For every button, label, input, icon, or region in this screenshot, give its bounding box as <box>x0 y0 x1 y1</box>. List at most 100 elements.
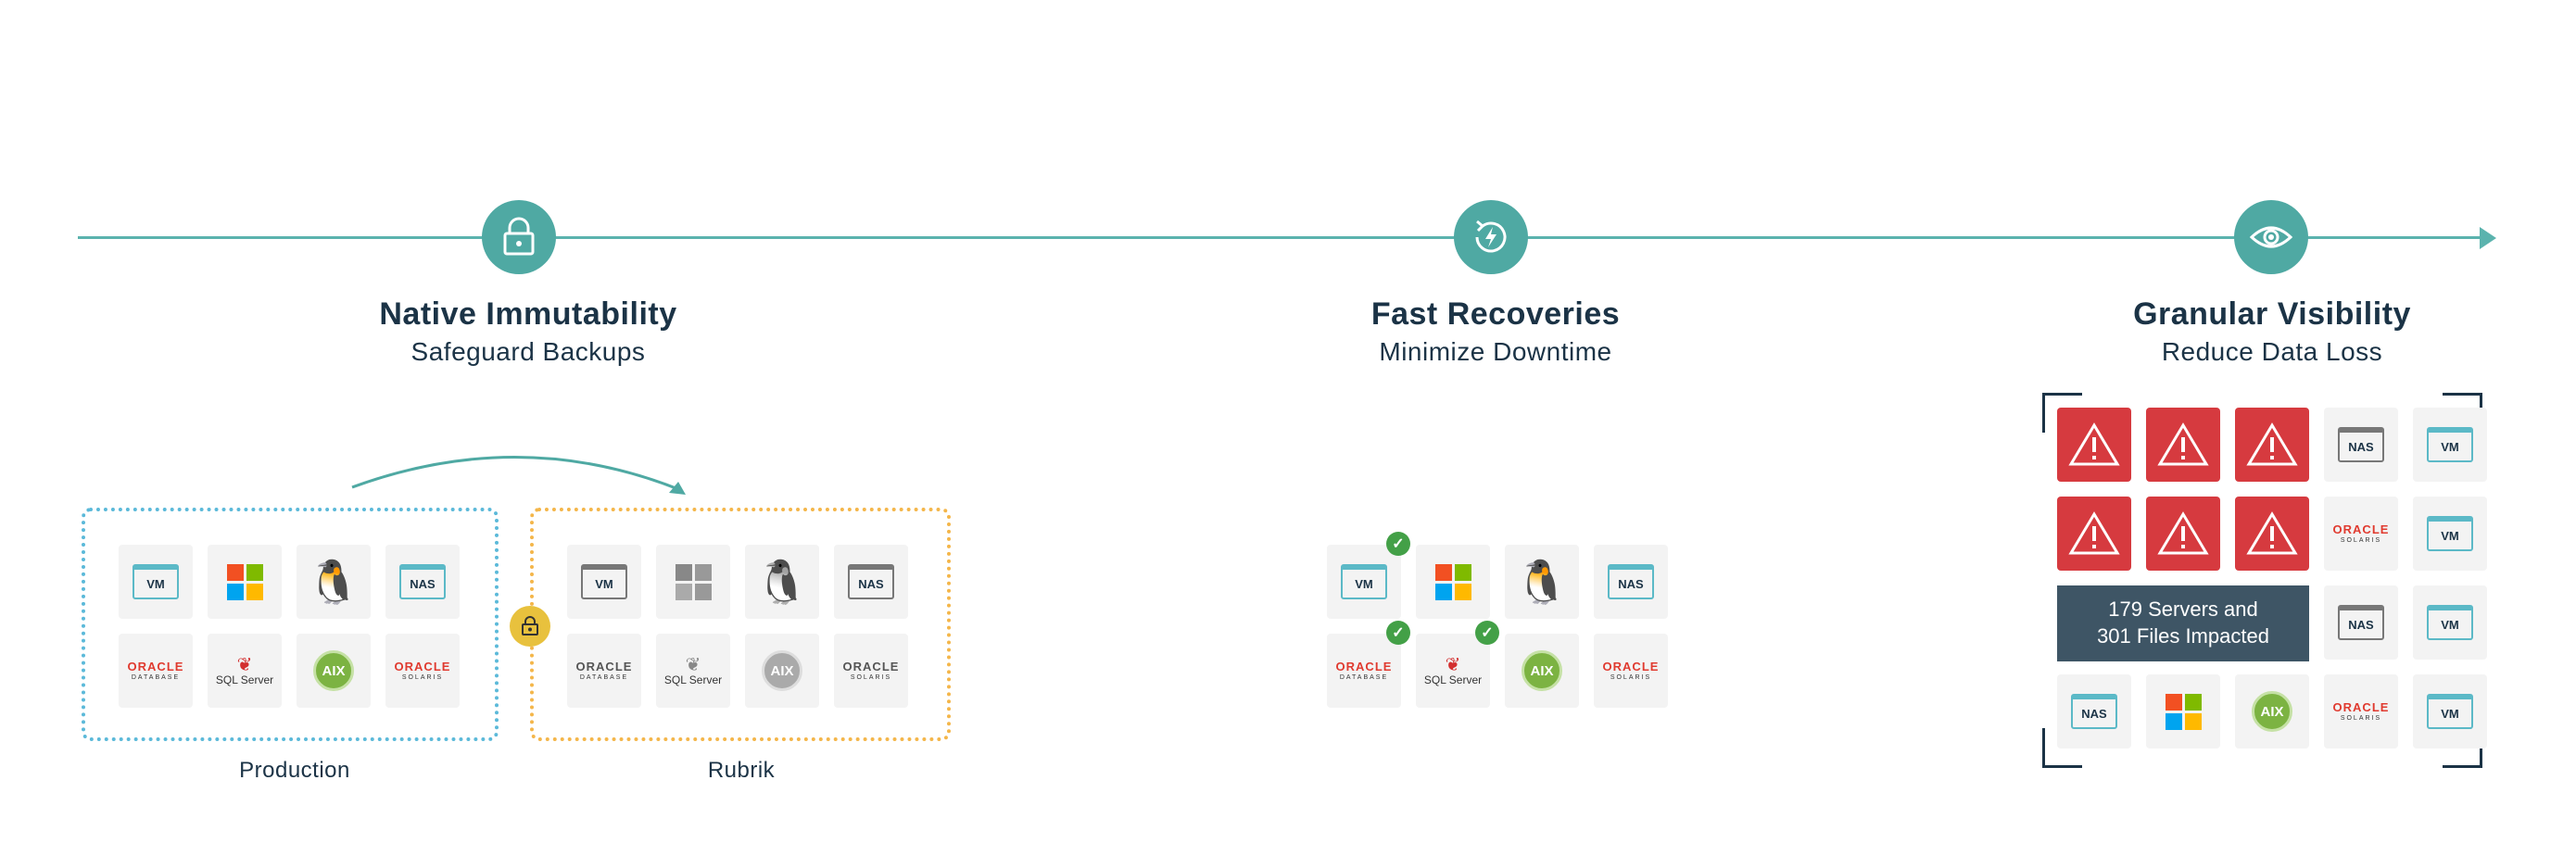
sql-server-tile: ❦SQL Server <box>208 634 282 708</box>
impact-summary: 179 Servers and 301 Files Impacted <box>2057 585 2309 661</box>
lock-badge-icon <box>510 606 550 647</box>
vm-tile: VM <box>2413 408 2487 482</box>
alert-tile <box>2235 497 2309 571</box>
vm-icon: VM <box>1341 564 1387 599</box>
backup-flow-arrow <box>351 456 686 495</box>
timeline-arrowhead <box>2480 227 2496 249</box>
lock-icon <box>482 200 556 274</box>
sql-server-tile: ❦SQL Server <box>656 634 730 708</box>
production-group <box>82 508 499 741</box>
windows-tile <box>2146 674 2220 749</box>
aix-tile: AIX <box>297 634 371 708</box>
nas-icon: NAS <box>2338 427 2384 462</box>
aix-tile: AIX <box>2235 674 2309 749</box>
sql-server-icon: ❦SQL Server <box>1423 655 1483 686</box>
sql-server-icon: ❦SQL Server <box>215 655 274 686</box>
vm-tile: VM <box>119 545 193 619</box>
vm-icon: VM <box>581 564 627 599</box>
frame-corner <box>2042 393 2082 433</box>
vm-icon: VM <box>2427 694 2473 729</box>
nas-tile: NAS <box>385 545 460 619</box>
windows-icon <box>1434 563 1471 600</box>
section-subtitle-visibility: Reduce Data Loss <box>2161 337 2383 366</box>
alert-tile <box>2057 497 2131 571</box>
linux-tile: 🐧 <box>297 545 371 619</box>
warning-icon <box>2157 511 2209 555</box>
linux-tile: 🐧 <box>745 545 819 619</box>
vm-icon: VM <box>2427 605 2473 640</box>
nas-icon: NAS <box>2071 694 2117 729</box>
windows-icon <box>226 563 263 600</box>
sql-server-tile: ❦SQL Server <box>1416 634 1490 708</box>
check-icon: ✓ <box>1386 621 1410 645</box>
nas-tile: NAS <box>2057 674 2131 749</box>
alert-tile <box>2146 408 2220 482</box>
vm-tile: VM <box>2413 674 2487 749</box>
sql-server-icon: ❦SQL Server <box>663 655 723 686</box>
windows-icon <box>2165 693 2202 730</box>
windows-tile <box>656 545 730 619</box>
warning-icon <box>2068 511 2120 555</box>
vm-tile: VM <box>1327 545 1401 619</box>
eye-icon <box>2234 200 2308 274</box>
section-title-visibility: Granular Visibility <box>2133 296 2411 332</box>
warning-icon <box>2068 422 2120 466</box>
aix-icon: AIX <box>2252 691 2292 732</box>
aix-icon: AIX <box>1522 650 1562 691</box>
nas-tile: NAS <box>2324 585 2398 660</box>
production-label: Production <box>239 758 350 783</box>
impact-files: 301 Files Impacted <box>2097 624 2269 648</box>
aix-tile: AIX <box>1505 634 1579 708</box>
rubrik-label: Rubrik <box>707 758 776 783</box>
aix-tile: AIX <box>745 634 819 708</box>
impact-servers: 179 Servers and <box>2108 598 2258 622</box>
vm-icon: VM <box>2427 516 2473 551</box>
vm-tile: VM <box>2413 497 2487 571</box>
section-subtitle-recoveries: Minimize Downtime <box>1379 337 1612 366</box>
windows-tile <box>1416 545 1490 619</box>
alert-tile <box>2146 497 2220 571</box>
vm-tile: VM <box>567 545 641 619</box>
nas-icon: NAS <box>848 564 894 599</box>
alert-tile <box>2235 408 2309 482</box>
warning-icon <box>2246 511 2298 555</box>
nas-tile: NAS <box>834 545 908 619</box>
linux-icon: 🐧 <box>307 557 360 606</box>
section-title-recoveries: Fast Recoveries <box>1370 296 1621 332</box>
nas-icon: NAS <box>2338 605 2384 640</box>
vm-icon: VM <box>133 564 179 599</box>
section-title-immutability: Native Immutability <box>379 296 677 332</box>
vm-tile: VM <box>2413 585 2487 660</box>
check-icon: ✓ <box>1386 532 1410 556</box>
timeline-line <box>78 236 2487 239</box>
nas-tile: NAS <box>1594 545 1668 619</box>
frame-corner <box>2042 728 2082 768</box>
warning-icon <box>2157 422 2209 466</box>
section-subtitle-immutability: Safeguard Backups <box>410 337 646 366</box>
check-icon: ✓ <box>1475 621 1499 645</box>
linux-tile: 🐧 <box>1505 545 1579 619</box>
windows-icon <box>675 563 712 600</box>
lightning-refresh-icon <box>1454 200 1528 274</box>
vm-icon: VM <box>2427 427 2473 462</box>
linux-icon: 🐧 <box>755 557 809 606</box>
nas-icon: NAS <box>1608 564 1654 599</box>
windows-tile <box>208 545 282 619</box>
nas-icon: NAS <box>399 564 446 599</box>
alert-tile <box>2057 408 2131 482</box>
